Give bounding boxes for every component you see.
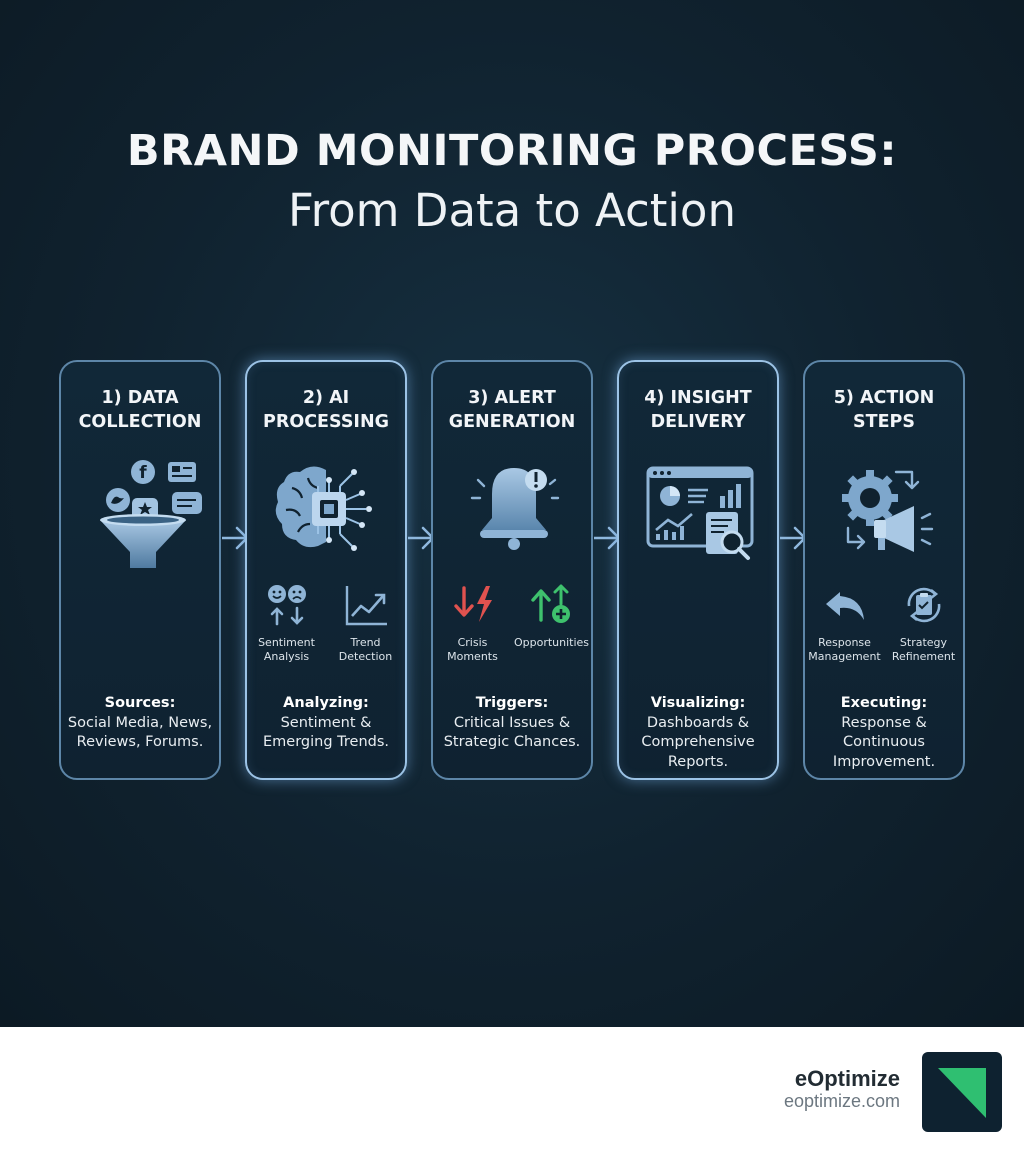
sub-item-label: Strategy Refinement	[891, 636, 956, 663]
reply-arrow-icon	[825, 592, 864, 620]
step-title: 4) INSIGHT DELIVERY	[644, 388, 752, 432]
sub-item-sentiment-analysis: Sentiment Analysis	[247, 582, 326, 664]
step-title: 1) DATA COLLECTION	[78, 388, 202, 432]
strategy-cycle-icon	[907, 587, 940, 623]
step-card-data-collection: 1) DATA COLLECTION f	[59, 360, 221, 780]
alert-bell-icon	[470, 468, 560, 550]
sub-item-strategy-refinement: Strategy Refinement	[884, 582, 963, 664]
step-description: Analyzing: Sentiment & Emerging Trends.	[263, 695, 389, 750]
step-card-insight-delivery: 4) INSIGHT DELIVERY Visualizing: Dashboa…	[617, 360, 779, 780]
svg-text:f: f	[139, 463, 147, 483]
step-description: Visualizing: Dashboards & Comprehensive …	[641, 695, 755, 770]
step-title: 3) ALERT GENERATION	[448, 388, 576, 432]
opportunity-up-icon	[530, 584, 570, 623]
sub-item-label: Trend Detection	[338, 636, 393, 663]
brand-url[interactable]: eoptimize.com	[783, 1091, 900, 1111]
step-description: Triggers: Critical Issues & Strategic Ch…	[443, 695, 581, 750]
sub-item-label: Sentiment Analysis	[258, 636, 315, 663]
trend-chart-icon	[345, 586, 387, 626]
eoptimize-logo-icon[interactable]	[922, 1052, 1002, 1132]
social-funnel-icon: f	[100, 460, 202, 568]
sub-item-label: Response Management	[808, 636, 881, 663]
sub-item-trend-detection: Trend Detection	[326, 582, 405, 664]
sub-item-row: Response Management Strategy Refinement	[805, 582, 963, 664]
infographic-panel: BRAND MONITORING PROCESS: From Data to A…	[0, 0, 1024, 1027]
sub-item-row: Sentiment Analysis Trend Detection	[247, 582, 405, 664]
step-title: 2) AI PROCESSING	[263, 388, 389, 432]
step-description: Executing: Response & Continuous Improve…	[832, 695, 936, 770]
sub-item-row: Crisis Moments Opportunities	[433, 582, 591, 664]
step-card-ai-processing: 2) AI PROCESSING	[245, 360, 407, 780]
sentiment-faces-icon	[267, 585, 306, 626]
step-title: 5) ACTION STEPS	[833, 388, 935, 432]
sub-item-label: Opportunities	[513, 636, 590, 649]
step-card-alert-generation: 3) ALERT GENERATION	[431, 360, 593, 780]
step-description: Sources: Social Media, News, Reviews, Fo…	[67, 695, 213, 750]
crisis-down-icon	[453, 586, 492, 622]
sub-item-response-management: Response Management	[805, 582, 884, 664]
page-subtitle: From Data to Action	[288, 184, 736, 237]
sub-item-opportunities: Opportunities	[512, 582, 591, 664]
page-title: BRAND MONITORING PROCESS:	[126, 126, 898, 176]
sub-item-crisis-moments: Crisis Moments	[433, 582, 512, 664]
dashboard-report-icon	[646, 466, 754, 560]
ai-brain-chip-icon	[275, 466, 372, 551]
logo-triangle-icon	[938, 1068, 986, 1118]
sub-item-label: Crisis Moments	[447, 636, 498, 663]
brand-name: eOptimize	[794, 1066, 900, 1091]
step-card-action-steps: 5) ACTION STEPS	[803, 360, 965, 780]
gear-megaphone-icon	[842, 470, 934, 552]
